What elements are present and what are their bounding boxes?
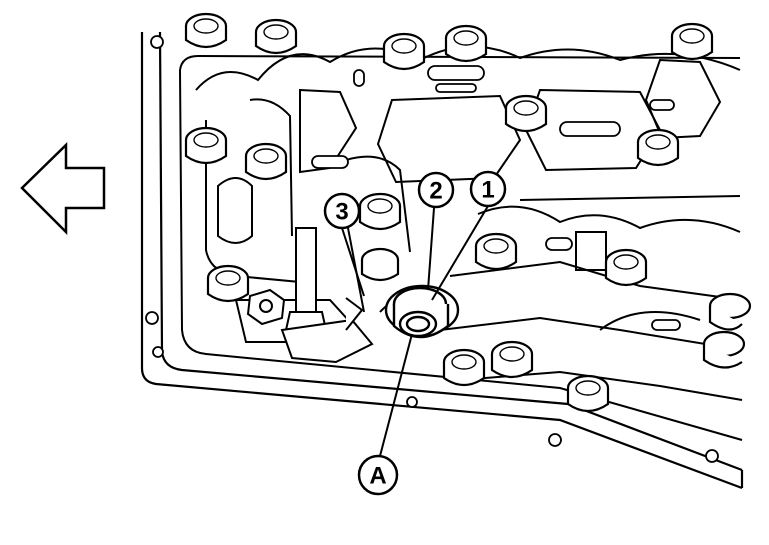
left-arrow-outline-icon (20, 142, 106, 236)
target-component (384, 284, 460, 339)
plate-slots (311, 65, 681, 331)
svg-text:3: 3 (335, 199, 348, 226)
callout-2: 2 (417, 171, 455, 209)
leader-lines (341, 205, 489, 457)
housing-holes (145, 35, 719, 463)
svg-text:1: 1 (481, 177, 494, 204)
callout-1: 1 (469, 170, 507, 208)
svg-text:2: 2 (429, 178, 442, 205)
bolt-heads (184, 12, 752, 413)
bolt-inner-rings (193, 18, 705, 396)
shift-rod (246, 227, 374, 364)
callout-3: 3 (323, 192, 361, 230)
svg-text:A: A (369, 463, 386, 490)
callout-A: A (357, 454, 399, 496)
